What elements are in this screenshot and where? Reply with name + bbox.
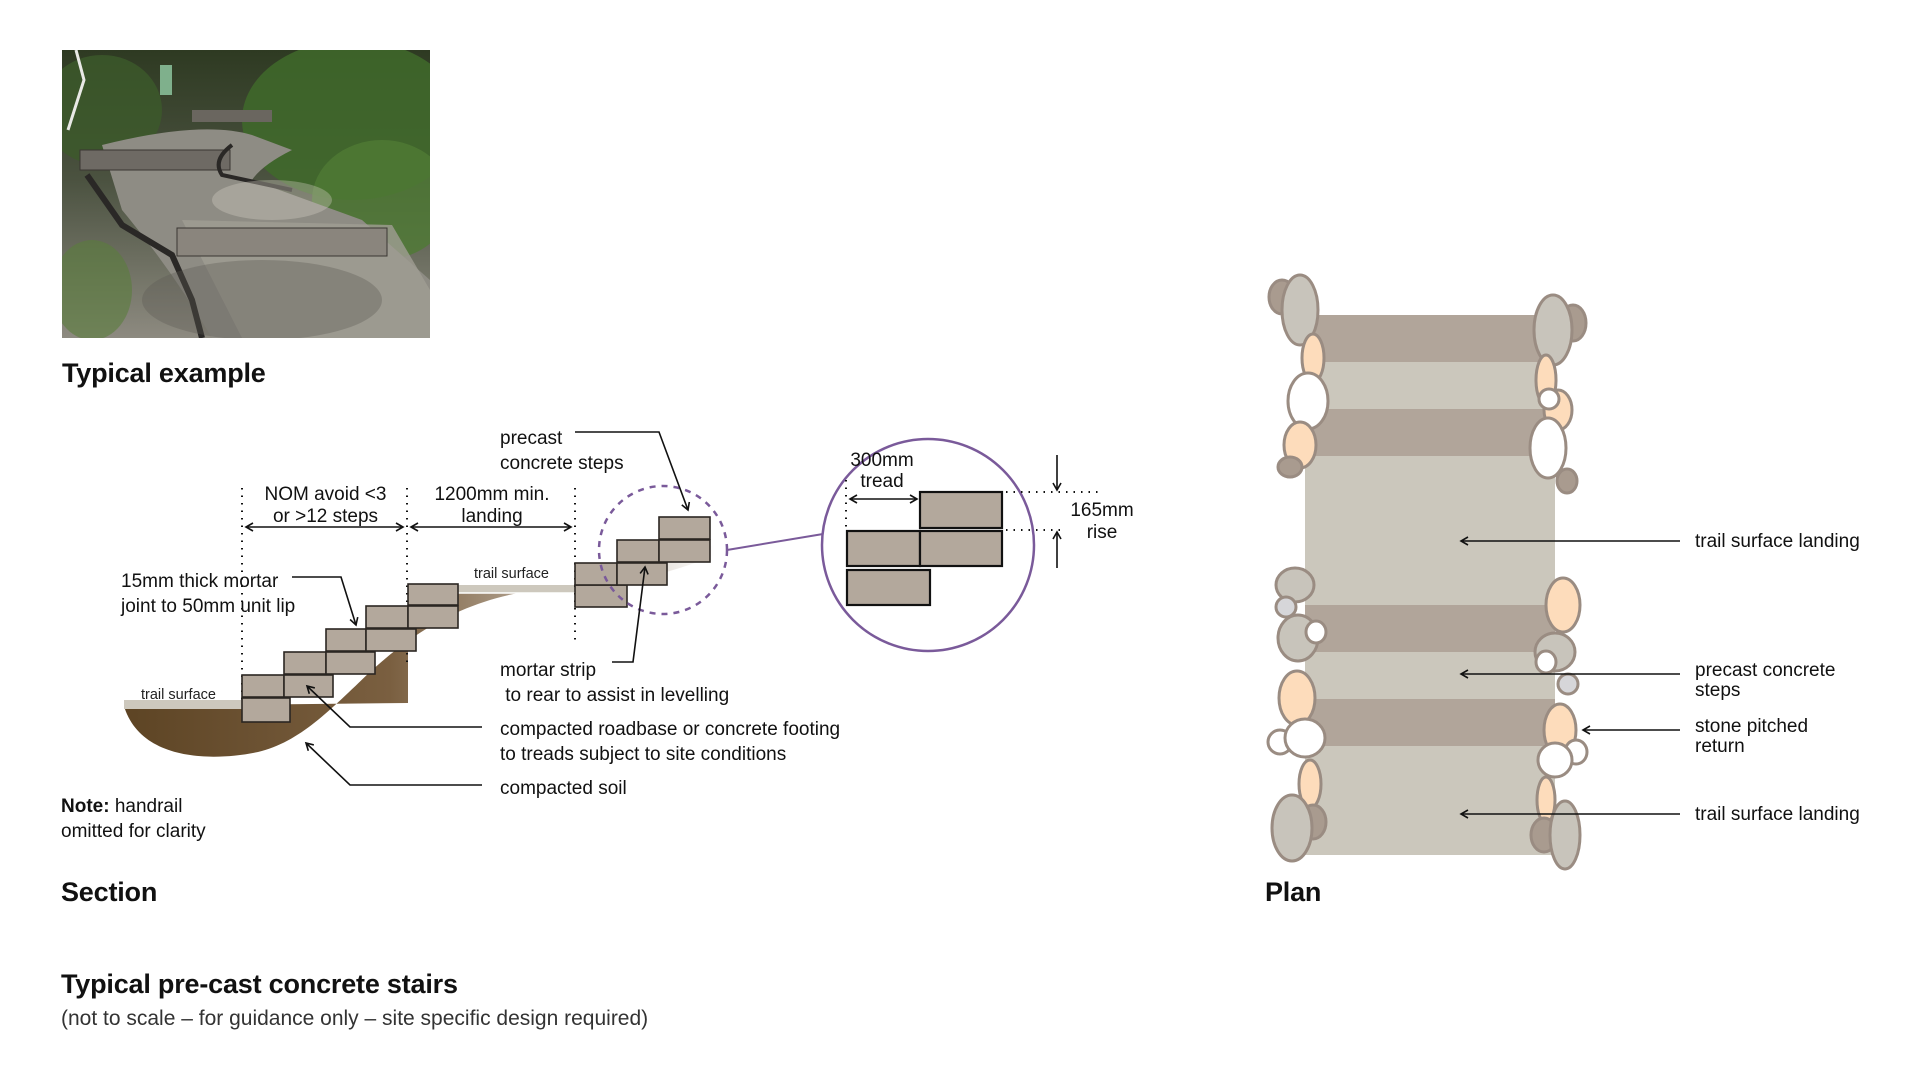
note-bold: Note: [61,796,110,817]
label-line: 1200mm min. [434,484,550,505]
plan-step-1 [1305,315,1555,362]
figure-subtitle: (not to scale – for guidance only – site… [61,1007,649,1030]
photo-illustration [62,50,430,338]
label-nom-steps: NOM avoid <3 or >12 steps [248,484,403,528]
label-line: landing [461,506,523,527]
handrail-note: Note: handrail omitted for clarity [61,794,206,844]
label-line: or >12 steps [272,506,379,527]
section-heading: Section [61,877,158,907]
label-line: rise [1086,522,1118,543]
plan-step-3 [1305,605,1555,652]
label-mortar-joint: 15mm thick mortar joint to 50mm unit lip [121,569,295,619]
plan-label-landing-top: trail surface landing [1695,531,1860,552]
label-mortar-strip: mortar strip to rear to assist in levell… [500,658,729,708]
plan-label-precast-steps: precast concrete steps [1695,661,1835,701]
section-drawing [124,431,1100,786]
label-line: 15mm thick mortar [121,571,279,592]
note-line-2: omitted for clarity [61,821,206,842]
trail-surface-upper [458,585,576,593]
label-rise: 165mm rise [1062,500,1142,544]
label-line: stone pitched [1695,716,1809,737]
lower-flight-steps [241,583,459,723]
figure-title: Typical pre-cast concrete stairs [61,969,458,999]
note-text: handrail [109,796,183,817]
label-line: 165mm [1070,500,1134,521]
upper-flight-steps [574,516,711,608]
label-trail-surface-upper: trail surface [474,566,549,582]
label-line: NOM avoid <3 [264,484,387,505]
label-tread: 300mm tread [842,450,922,492]
plan-label-landing-bottom: trail surface landing [1695,804,1860,825]
mortar-joint-leader [292,576,359,627]
plan-drawing [1266,273,1680,871]
label-line: concrete steps [500,453,624,474]
label-compacted-soil: compacted soil [500,778,627,799]
label-line: steps [1695,680,1741,701]
plan-trail-surface [1305,315,1555,855]
soil-leader [304,741,482,786]
label-precast-steps: precast concrete steps [500,426,624,476]
plan-step-4 [1305,699,1555,746]
stone-pitched-return-left [1266,273,1330,863]
label-line: joint to 50mm unit lip [121,596,296,617]
plan-step-2 [1305,409,1555,456]
label-line: precast concrete [1695,660,1836,681]
label-line: to treads subject to site conditions [500,744,787,765]
precast-steps-leader [575,431,691,512]
trail-surface-lower [124,700,242,709]
typical-example-heading: Typical example [62,358,266,388]
detail-view [820,437,1100,653]
label-roadbase: compacted roadbase or concrete footing t… [500,717,840,767]
label-line: precast [500,428,563,449]
label-line: tread [860,471,904,492]
label-line: mortar strip [500,660,597,681]
label-line: 300mm [850,450,914,471]
label-landing-min: 1200mm min. landing [412,484,572,528]
label-trail-surface-lower: trail surface [141,687,216,703]
label-line: compacted roadbase or concrete footing [500,719,841,740]
label-line: to rear to assist in levelling [500,685,730,706]
typical-example-photo [62,50,430,338]
stone-pitched-return-right [1528,293,1589,871]
note-line-1: Note: handrail [61,794,206,819]
plan-heading: Plan [1265,877,1322,907]
label-line: return [1695,736,1745,757]
mortar-strip-leader [612,565,649,663]
plan-label-stone-return: stone pitched return [1695,717,1808,757]
roadbase-leader [305,684,482,728]
detail-connector [726,533,824,551]
